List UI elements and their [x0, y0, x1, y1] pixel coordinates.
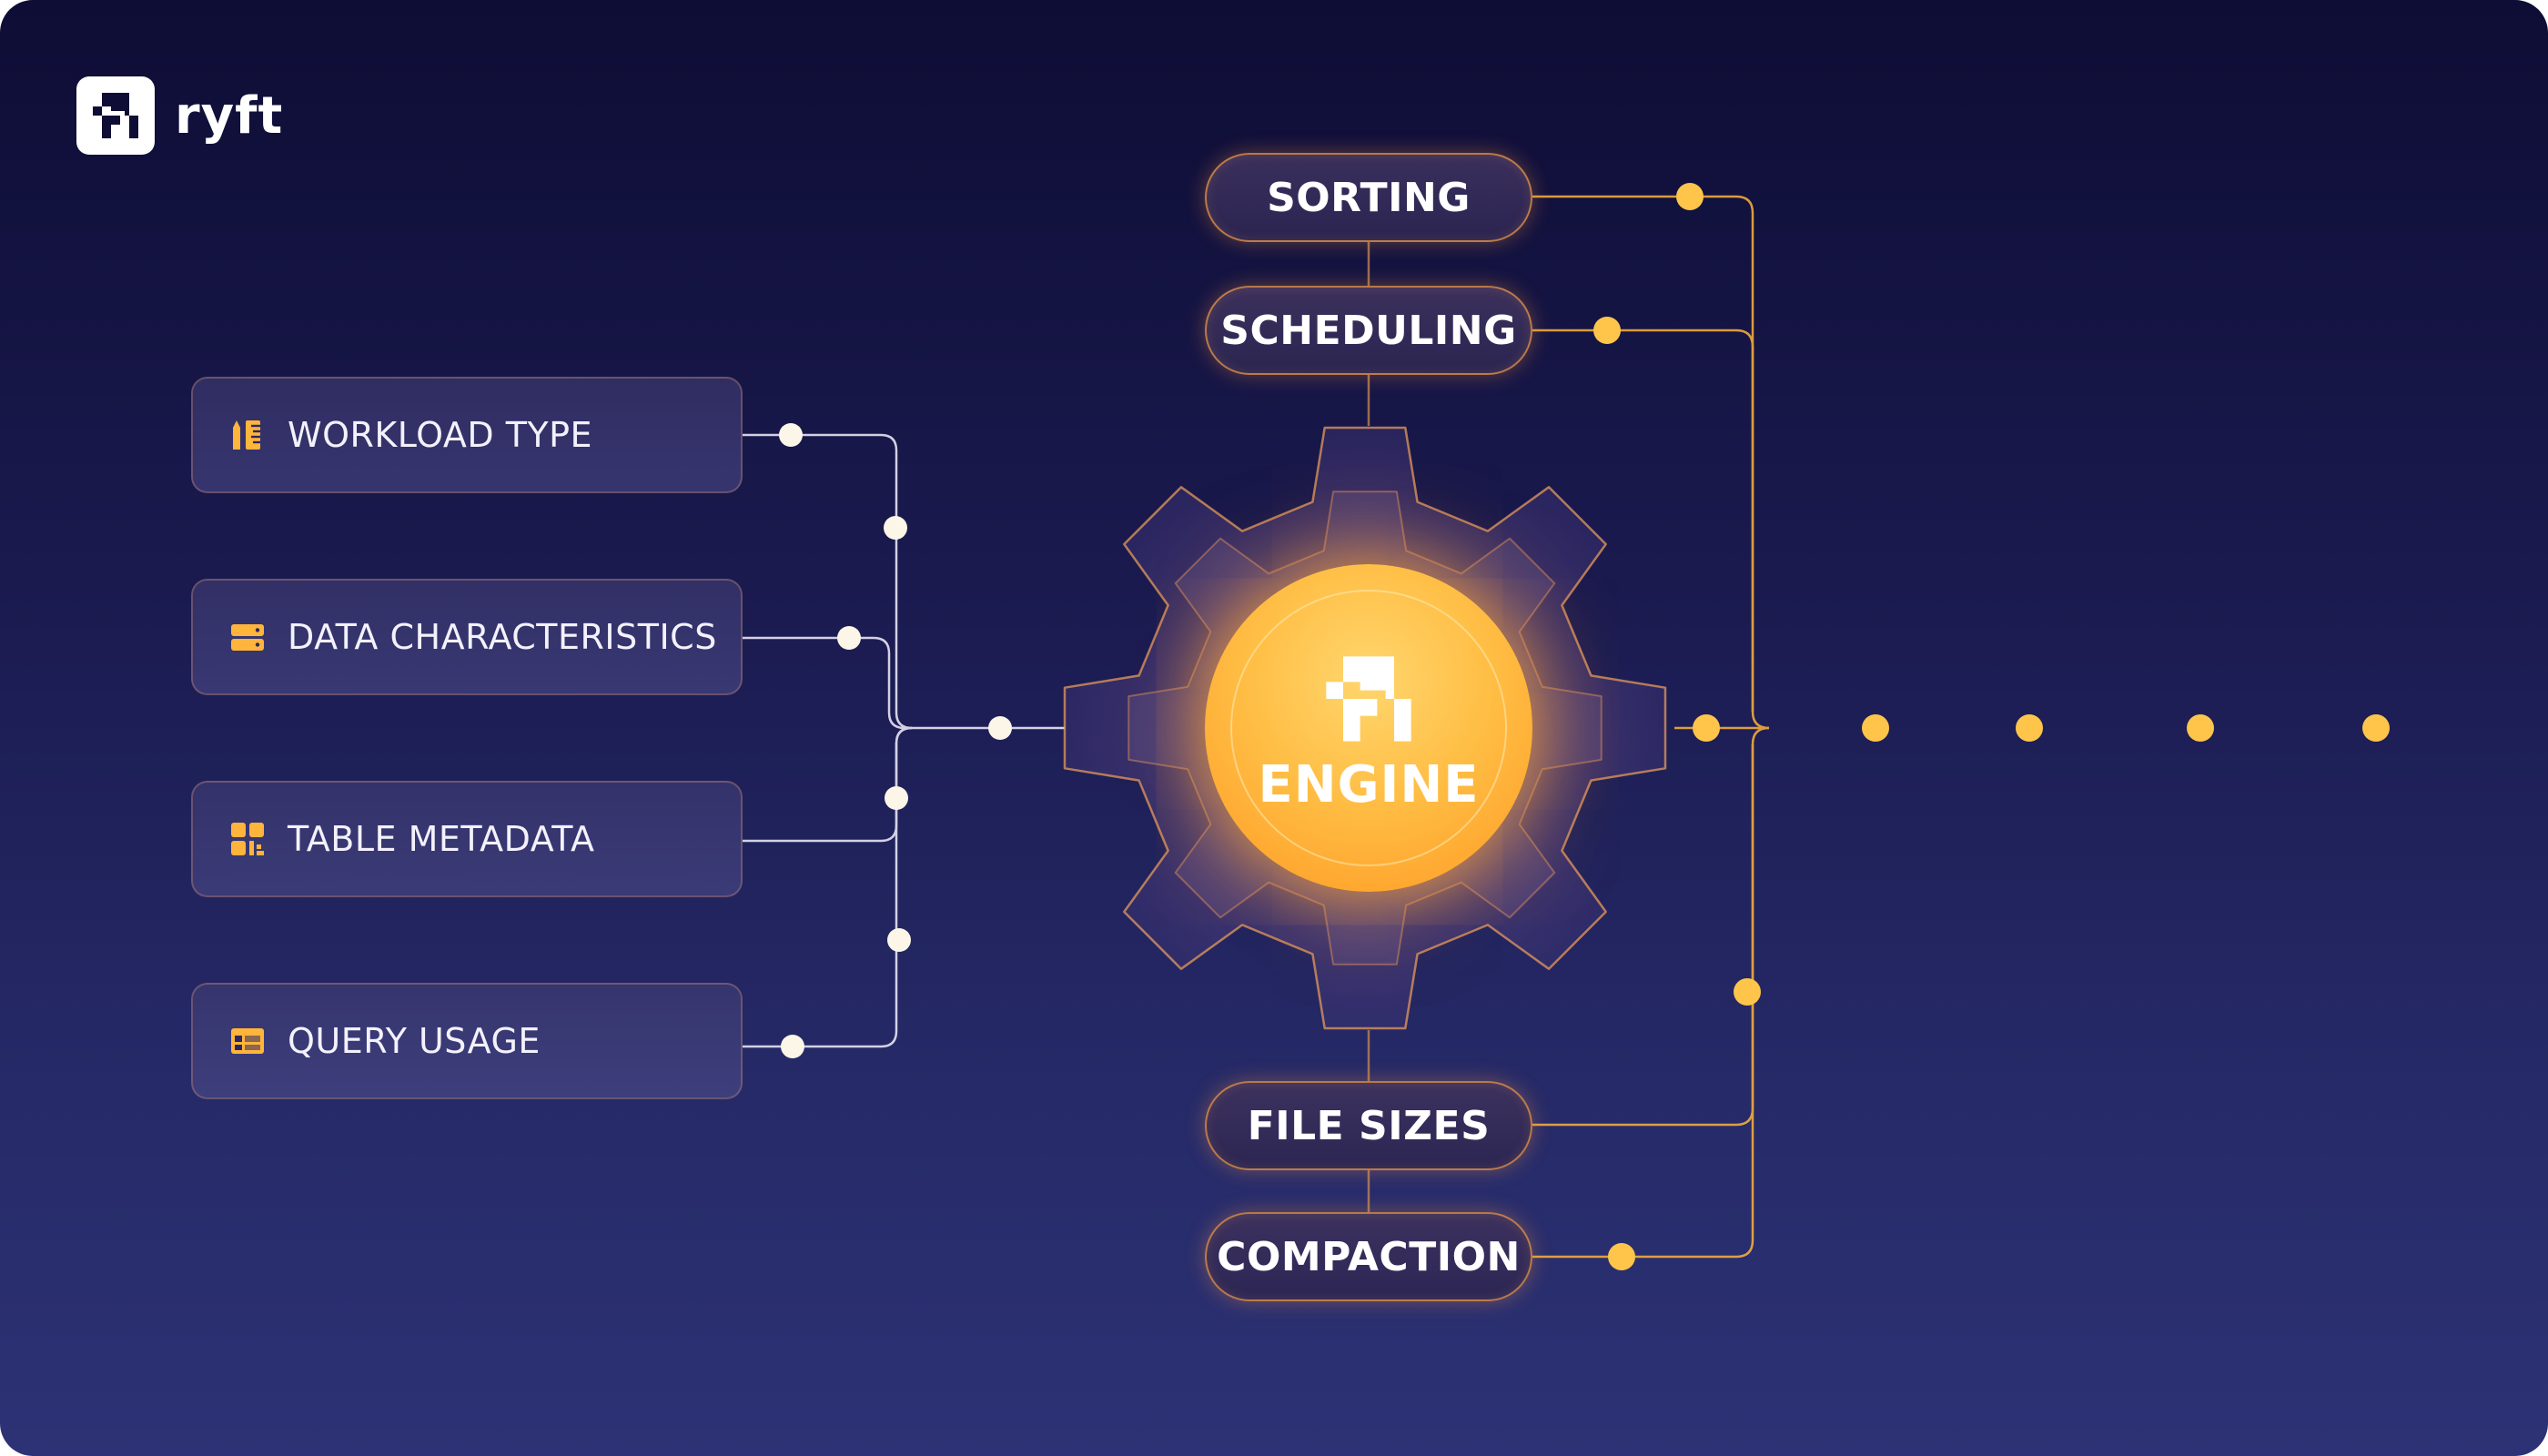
ruler-pencil-icon: [233, 420, 260, 450]
output-label: FILE SIZES: [1247, 1102, 1491, 1149]
output-connector-nodes: [1593, 183, 2390, 1270]
output-label: SORTING: [1267, 174, 1471, 221]
input-card-data-characteristics: DATA CHARACTERISTICS: [191, 579, 743, 695]
output-pill-compaction: COMPACTION: [1205, 1212, 1532, 1301]
database-icon: [231, 624, 264, 651]
output-pill-file-sizes: FILE SIZES: [1205, 1081, 1532, 1170]
input-label: QUERY USAGE: [288, 1021, 541, 1061]
grid-blocks-icon: [231, 823, 264, 855]
brand-logo: ryft: [76, 76, 283, 155]
input-card-table-metadata: TABLE METADATA: [191, 781, 743, 897]
input-connector-nodes: [779, 423, 1012, 1058]
engine-core: ENGINE: [1205, 564, 1532, 892]
ryft-logo-icon: [76, 76, 155, 155]
input-label: WORKLOAD TYPE: [288, 415, 593, 455]
ryft-logo-icon: [1326, 656, 1411, 742]
input-label: TABLE METADATA: [288, 819, 595, 859]
output-label: SCHEDULING: [1220, 307, 1517, 354]
input-card-query-usage: QUERY USAGE: [191, 983, 743, 1099]
input-card-workload-type: WORKLOAD TYPE: [191, 377, 743, 493]
output-label: COMPACTION: [1217, 1233, 1521, 1280]
table-icon: [231, 1028, 264, 1054]
output-pill-scheduling: SCHEDULING: [1205, 286, 1532, 375]
engine-label: ENGINE: [1258, 755, 1480, 814]
engine-ring: [1230, 590, 1507, 866]
brand-name: ryft: [175, 86, 284, 146]
output-pill-sorting: SORTING: [1205, 153, 1532, 242]
input-label: DATA CHARACTERISTICS: [288, 617, 717, 657]
